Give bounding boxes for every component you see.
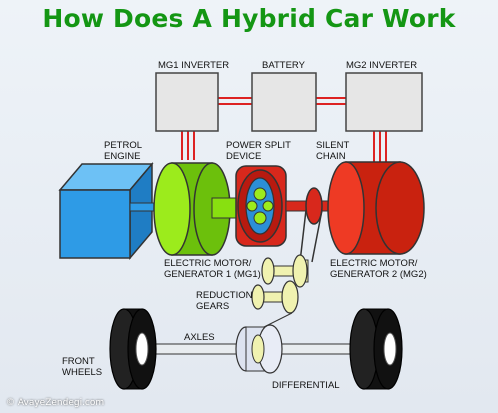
page-title: How Does A Hybrid Car Work <box>42 4 456 33</box>
silent-chain-label-line2: CHAIN <box>316 151 346 162</box>
differential-label: DIFFERENTIAL <box>272 380 340 391</box>
reduction-gears-label-line2: GEARS <box>196 301 230 312</box>
mg2-motor <box>327 161 425 255</box>
battery-wires <box>218 97 346 105</box>
mg1-label-line2: GENERATOR 1 (MG1) <box>164 269 261 280</box>
mg2-inverter-box <box>345 72 423 132</box>
front-wheel-right <box>349 308 403 390</box>
mg2-label-line1: ELECTRIC MOTOR/ <box>330 258 418 269</box>
power-split-device <box>235 165 287 247</box>
mg1-inverter-label: MG1 INVERTER <box>158 60 230 71</box>
petrol-engine-label-line2: ENGINE <box>104 151 141 162</box>
petrol-engine <box>58 161 154 261</box>
axles-label: AXLES <box>184 332 215 343</box>
mg2-inverter-label: MG2 INVERTER <box>346 60 418 71</box>
front-wheels-label-line1: FRONT <box>62 356 95 367</box>
mg2-label-line2: GENERATOR 2 (MG2) <box>330 269 427 280</box>
silent-chain-label-line1: SILENT <box>316 140 350 151</box>
power-split-label-line2: DEVICE <box>226 151 262 162</box>
front-wheel-left <box>109 308 157 390</box>
petrol-engine-label-line1: PETROL <box>104 140 143 151</box>
reduction-gears-label-line1: REDUCTION <box>196 290 253 301</box>
mg1-inverter-box <box>155 72 219 132</box>
battery-label: BATTERY <box>262 60 305 71</box>
motor-wires <box>181 131 387 162</box>
battery-box <box>251 72 317 132</box>
power-split-label-line1: POWER SPLIT <box>226 140 291 151</box>
silent-chain <box>299 209 323 263</box>
watermark: © AvayeZendegi.com <box>6 398 105 408</box>
silent-chain-sprocket <box>305 187 323 225</box>
reduction-gears <box>251 254 309 329</box>
mg1-label-line1: ELECTRIC MOTOR/ <box>164 258 252 269</box>
front-wheels-label-line2: WHEELS <box>62 367 103 378</box>
differential <box>235 324 283 374</box>
